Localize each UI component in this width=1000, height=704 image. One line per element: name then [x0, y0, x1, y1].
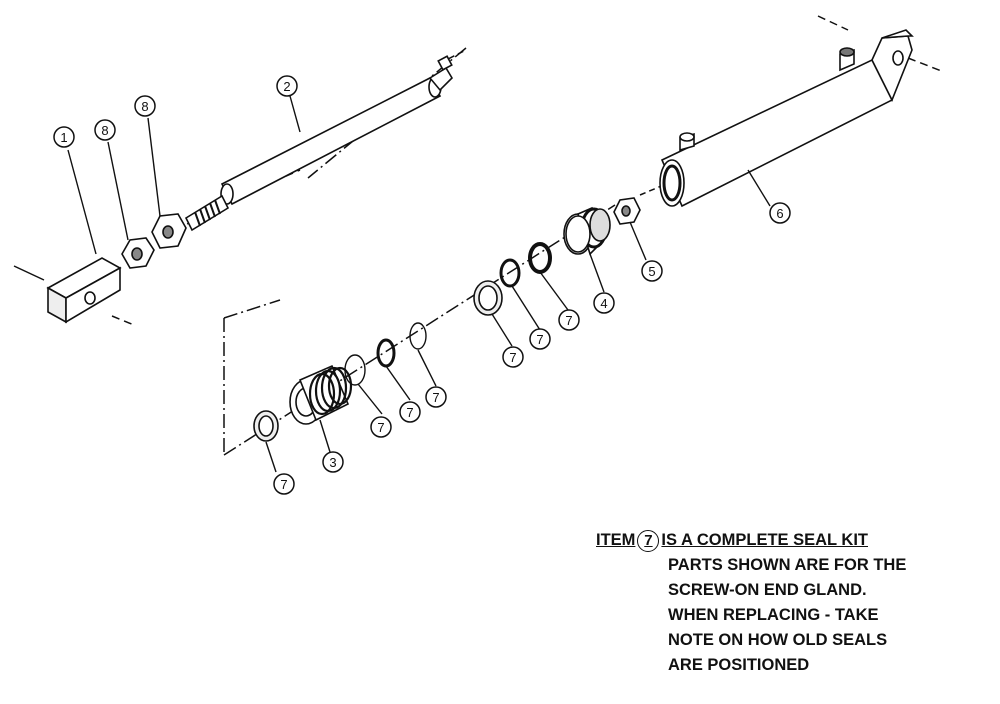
callout-label-2: 2 [283, 79, 290, 94]
note-line-4: NOTE ON HOW OLD SEALS [668, 631, 888, 649]
callout-label-7-2: 7 [377, 420, 384, 435]
callout-5: 5 [641, 260, 663, 282]
callout-label-7-5: 7 [509, 350, 516, 365]
callout-4: 4 [593, 292, 615, 314]
seal-ring-wiper [253, 410, 279, 442]
clevis-part-1 [46, 257, 122, 324]
callout-label-6: 6 [776, 206, 783, 221]
seal-ring-small [376, 338, 396, 368]
seal-kit-note: ITEM 7 IS A COMPLETE SEAL KIT PARTS SHOW… [596, 528, 996, 678]
piston-part-4 [563, 206, 611, 256]
callout-1: 1 [53, 126, 75, 148]
callout-label-3: 3 [329, 455, 336, 470]
callout-label-8a: 8 [101, 123, 108, 138]
callout-label-8b: 8 [141, 99, 148, 114]
callout-label-5: 5 [648, 264, 655, 279]
callout-label-7-1: 7 [280, 477, 287, 492]
callout-7-4: 7 [425, 386, 447, 408]
note-item-prefix: ITEM [596, 531, 636, 549]
callout-8a: 8 [94, 119, 116, 141]
callout-label-7-7: 7 [565, 313, 572, 328]
callout-label-7-3: 7 [406, 405, 413, 420]
note-item-suffix: IS A COMPLETE SEAL KIT [661, 531, 868, 549]
nut-part-8a [121, 237, 155, 269]
note-line-5: ARE POSITIONED [668, 656, 810, 674]
leader-lines [67, 95, 771, 473]
note-heading: ITEM 7 IS A COMPLETE SEAL KIT [596, 528, 996, 553]
callout-label-7-6: 7 [536, 332, 543, 347]
callout-label-4: 4 [600, 296, 607, 311]
callout-7-5: 7 [502, 346, 524, 368]
callout-7-1: 7 [273, 473, 295, 495]
callout-7-2: 7 [370, 416, 392, 438]
note-item-number: 7 [637, 529, 660, 552]
gland-part-3 [289, 364, 353, 425]
callout-7-3: 7 [399, 401, 421, 423]
nut-part-8b [151, 213, 187, 249]
barrel-part-6 [659, 29, 914, 208]
callout-3: 3 [322, 451, 344, 473]
nut-part-5 [613, 197, 641, 225]
callout-8b: 8 [134, 95, 156, 117]
callout-2: 2 [276, 75, 298, 97]
callout-7-6: 7 [529, 328, 551, 350]
callout-7-7: 7 [558, 309, 580, 331]
callout-label-1: 1 [60, 130, 67, 145]
note-line-1: PARTS SHOWN ARE FOR THE [668, 556, 907, 574]
seal-ring-mid [473, 280, 503, 316]
piston-rod-part-2 [184, 55, 454, 232]
callout-label-7-4: 7 [432, 390, 439, 405]
note-line-2: SCREW-ON END GLAND. [668, 581, 867, 599]
callout-6: 6 [769, 202, 791, 224]
note-line-3: WHEN REPLACING - TAKE [668, 606, 879, 624]
